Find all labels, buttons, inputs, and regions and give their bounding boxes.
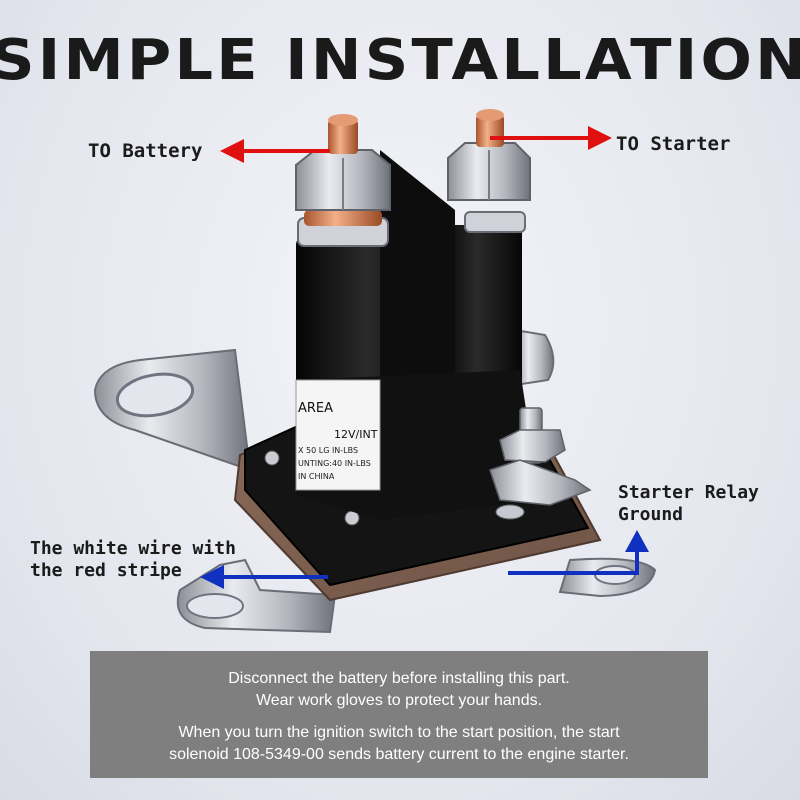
- note-line-3: When you turn the ignition switch to the…: [178, 724, 620, 741]
- svg-text:X 50 LG IN-LBS: X 50 LG IN-LBS: [298, 446, 358, 455]
- battery-arrow: [220, 139, 330, 163]
- note-line-2: Wear work gloves to protect your hands.: [255, 692, 543, 709]
- starter-terminal: [447, 109, 531, 233]
- left-bracket: [93, 348, 252, 472]
- instruction-note: Disconnect the battery before installing…: [90, 651, 708, 778]
- to-battery-label: TO Battery: [88, 140, 203, 162]
- starter-relay-ground-label: Starter Relay Ground: [618, 482, 759, 526]
- svg-text:12V/INT: 12V/INT: [334, 428, 378, 441]
- svg-text:UNTING:40 IN-LBS: UNTING:40 IN-LBS: [298, 459, 371, 468]
- battery-terminal: [295, 114, 391, 247]
- ground-arrow: [508, 530, 649, 575]
- svg-text:IN CHINA: IN CHINA: [298, 472, 335, 481]
- white-wire-arrow: [200, 565, 328, 589]
- white-wire-line-1: The white wire with: [30, 538, 236, 559]
- product-label: AREA 12V/INT X 50 LG IN-LBS UNTING:40 IN…: [295, 379, 381, 491]
- svg-text:AREA: AREA: [298, 401, 333, 416]
- page-title: SIMPLE INSTALLATION: [0, 28, 800, 93]
- white-wire-line-2: the red stripe: [30, 560, 182, 581]
- ground-terminal: [489, 407, 592, 520]
- relay-line-1: Starter Relay: [618, 482, 759, 503]
- starter-arrow: [490, 126, 612, 150]
- note-line-1: Disconnect the battery before installing…: [228, 670, 570, 687]
- white-wire-label: The white wire with the red stripe: [30, 538, 236, 582]
- relay-line-2: Ground: [618, 504, 684, 525]
- to-starter-label: TO Starter: [616, 133, 731, 155]
- right-bracket: [514, 328, 555, 387]
- note-line-4: solenoid 108-5349-00 sends battery curre…: [169, 746, 629, 763]
